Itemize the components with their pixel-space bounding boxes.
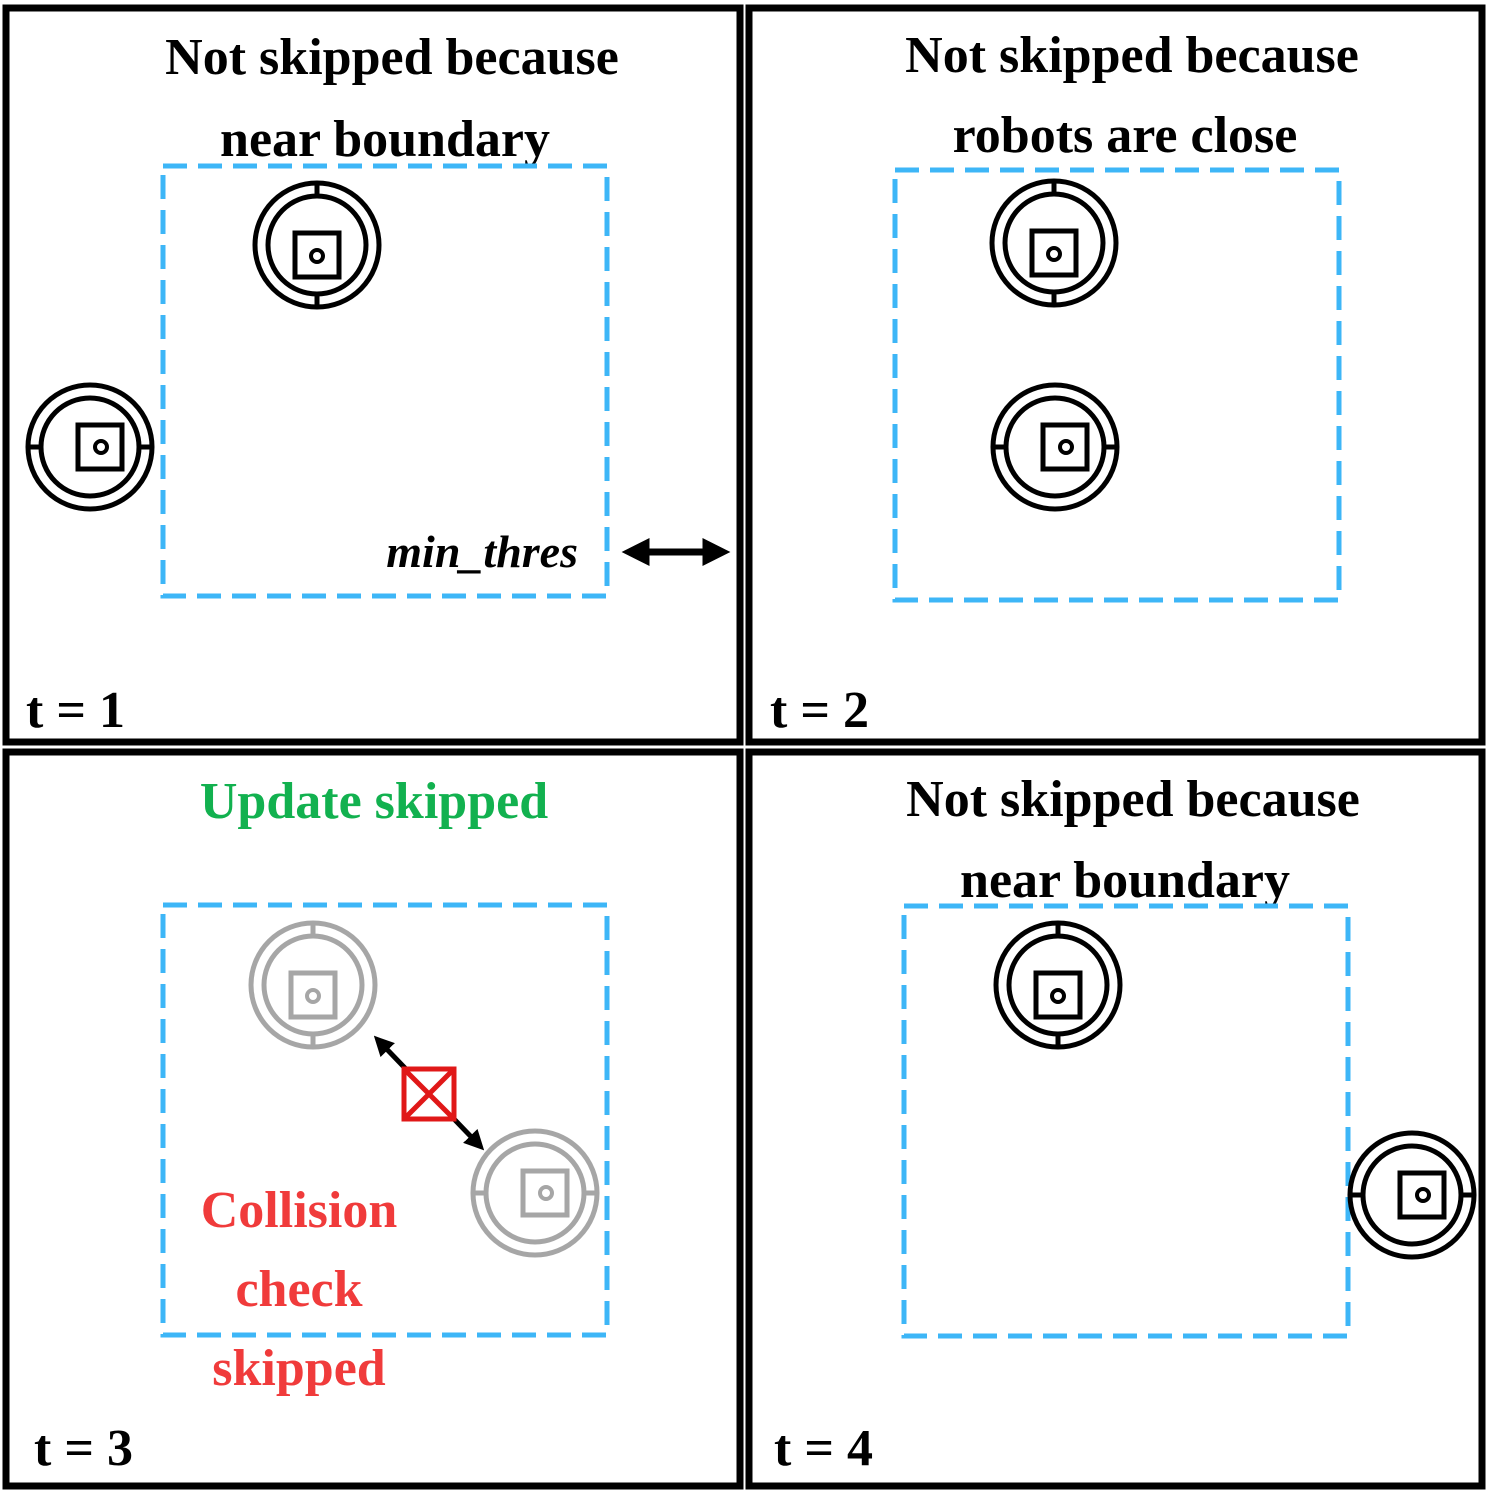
panel-title-line-1: Not skipped because xyxy=(906,771,1360,828)
panel-t1: Not skipped because near boundary min_th… xyxy=(2,4,744,746)
panel-border xyxy=(2,4,744,746)
panel-title-line-1: Not skipped because xyxy=(905,27,1359,84)
robot-vacuum-icon xyxy=(992,181,1116,305)
robot-vacuum-icon xyxy=(996,923,1120,1047)
panel-t4: Not skipped because near boundary t = 4 xyxy=(745,748,1486,1490)
region-boundary xyxy=(892,167,1342,603)
robot-vacuum-icon xyxy=(255,183,379,307)
panel-title-line-2: near boundary xyxy=(220,111,550,168)
collision-note-line-2: check xyxy=(235,1261,362,1318)
panel-t2: Not skipped because robots are close t =… xyxy=(745,4,1486,746)
panel-title-line-2: robots are close xyxy=(953,107,1298,164)
crossed-box-icon xyxy=(401,1066,457,1122)
time-label: t = 4 xyxy=(774,1420,873,1477)
collision-note-line-3: skipped xyxy=(212,1340,386,1397)
robot-vacuum-icon xyxy=(251,923,375,1047)
panel-title-line-1: Update skipped xyxy=(200,773,548,830)
collision-note-line-1: Collision xyxy=(201,1182,398,1239)
panel-title-line-1: Not skipped because xyxy=(165,29,619,86)
threshold-label: min_thres xyxy=(386,526,578,577)
panel-border xyxy=(2,748,744,1490)
panel-border xyxy=(745,748,1486,1490)
region-boundary xyxy=(160,902,610,1338)
region-boundary xyxy=(160,163,610,599)
panel-border xyxy=(745,4,1486,746)
robot-vacuum-icon xyxy=(473,1131,597,1255)
region-boundary xyxy=(901,903,1351,1339)
time-label: t = 1 xyxy=(26,682,125,739)
panel-t3: Update skipped Collision check skipped t… xyxy=(2,748,744,1490)
time-label: t = 2 xyxy=(770,682,869,739)
time-label: t = 3 xyxy=(34,1420,133,1477)
panel-title-line-2: near boundary xyxy=(960,852,1290,909)
robot-vacuum-icon xyxy=(993,385,1117,509)
robot-vacuum-icon xyxy=(1350,1133,1474,1257)
robot-vacuum-icon xyxy=(28,385,152,509)
